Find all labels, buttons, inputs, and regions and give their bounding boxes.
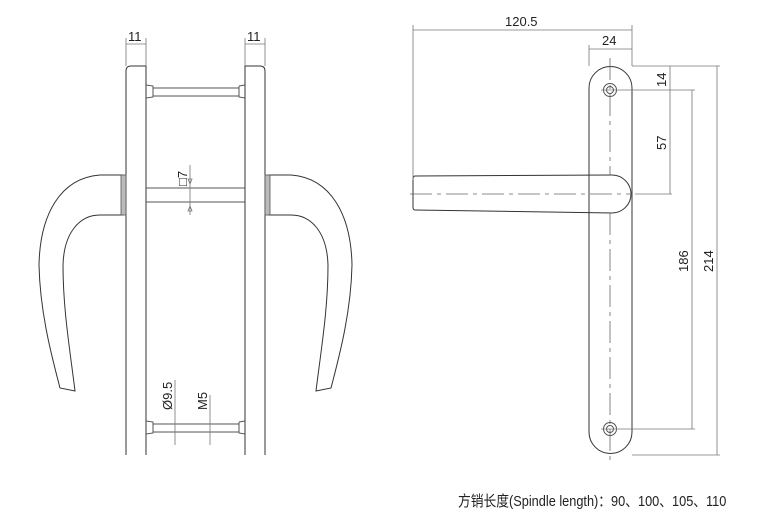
hole-spacing-label: 186 <box>676 250 691 272</box>
right-rose <box>264 174 271 216</box>
right-backplate <box>244 65 266 455</box>
bottom-screw-rod <box>145 420 246 435</box>
left-lever-handle <box>38 174 124 392</box>
top-screw-rod <box>145 84 246 99</box>
right-lever-handle <box>267 174 353 392</box>
side-view: 11 11 □7 Ø9.5 M5 <box>38 29 353 455</box>
screw-thread-label: M5 <box>195 392 210 410</box>
plate-length-label: 214 <box>701 250 716 272</box>
left-rose <box>120 174 127 216</box>
left-backplate <box>125 65 147 455</box>
front-view: 120.5 24 14 57 186 214 <box>410 14 720 465</box>
square-spindle <box>146 187 245 203</box>
spindle-length-caption: 方销长度(Spindle length)：90、100、105、110 <box>458 493 727 510</box>
hole-offset-label: 14 <box>654 73 669 87</box>
right-plate-width-label: 11 <box>247 29 261 44</box>
square-spindle-label: □7 <box>175 171 190 186</box>
plate-width-label: 24 <box>602 33 616 48</box>
left-plate-width-label: 11 <box>128 29 142 44</box>
overall-projection-label: 120.5 <box>505 14 538 29</box>
screw-diameter-label: Ø9.5 <box>160 382 175 410</box>
backplate <box>588 66 633 454</box>
hole-to-spindle-label: 57 <box>654 136 669 150</box>
